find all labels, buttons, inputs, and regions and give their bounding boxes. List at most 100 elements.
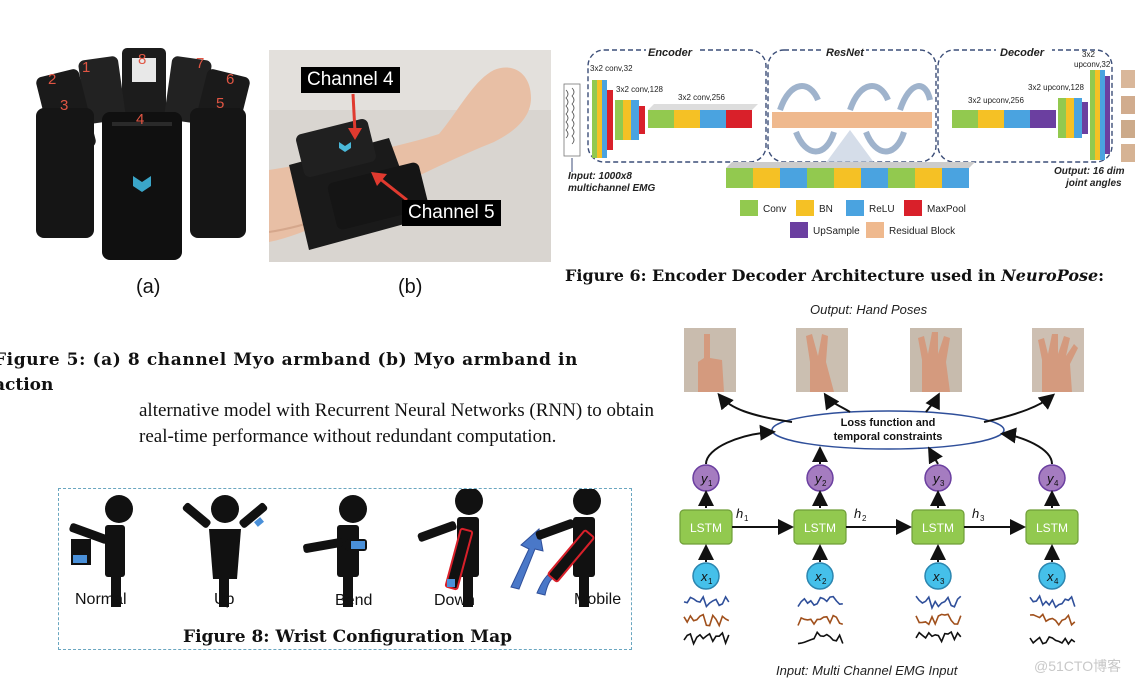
y-node: y 1: [692, 464, 720, 492]
lstm-cell: LSTM: [793, 509, 847, 545]
input-label-2: multichannel EMG: [568, 183, 655, 194]
svg-text:x: x: [1046, 569, 1054, 584]
emg-trace: [683, 631, 730, 646]
output-title: Output: Hand Poses: [810, 302, 928, 317]
lstm-diagram: Output: Hand Poses Loss function and tem…: [660, 298, 1138, 682]
svg-text:LSTM: LSTM: [922, 521, 954, 535]
emg-trace: [915, 630, 962, 644]
figure-5-caption-line1: Figure 5: (a) 8 channel Myo armband (b) …: [0, 350, 578, 370]
svg-text:h: h: [854, 506, 861, 521]
figure-6-caption-suffix: :: [1098, 266, 1105, 285]
channel-4-label: Channel 4: [301, 67, 400, 93]
channel-number-8: 8: [138, 51, 146, 68]
input-label-1: Input: 1000x8: [568, 171, 632, 182]
svg-text:3: 3: [980, 514, 985, 523]
figure-5-caption-line2: action: [0, 375, 54, 395]
legend-item-residual-block: Residual Block: [866, 222, 956, 238]
pose-figure-bend: [303, 495, 367, 607]
legend-swatch-upsample: [790, 222, 808, 238]
svg-text:1: 1: [744, 514, 749, 523]
panel-b-label: (b): [398, 276, 423, 298]
pose-figure-mobile: [510, 489, 601, 607]
pose-label-bend: Bend: [335, 592, 373, 609]
svg-text:LSTM: LSTM: [804, 521, 836, 535]
h-label: h 1: [736, 506, 749, 523]
legend-item-upsample: UpSample: [790, 222, 860, 238]
myo-on-arm-photo: Channel 4 Channel 5: [268, 50, 551, 262]
legend-swatch-relu: [846, 200, 864, 216]
legend-swatch-residual-block: [866, 222, 884, 238]
legend-label-residual-block: Residual Block: [889, 226, 956, 237]
pose-figure-normal: [69, 495, 133, 607]
svg-text:3: 3: [940, 577, 945, 586]
svg-text:4: 4: [1054, 479, 1059, 488]
emg-trace: [1029, 613, 1076, 627]
h-label: h 2: [854, 506, 867, 523]
channel-number-6: 6: [226, 71, 234, 88]
svg-text:y: y: [700, 471, 709, 486]
hand-pose-photo: [684, 328, 736, 392]
channel-number-7: 7: [196, 55, 204, 72]
emg-trace: [797, 614, 844, 626]
legend-item-bn: BN: [796, 200, 833, 216]
svg-text:LSTM: LSTM: [1036, 521, 1068, 535]
pose-label-down: Down: [434, 592, 475, 609]
watermark: @51CTO博客: [1034, 658, 1122, 674]
x-node: x 4: [1038, 562, 1066, 590]
pose-figure-down: [417, 489, 483, 607]
svg-text:x: x: [932, 569, 940, 584]
resnet-title: ResNet: [826, 47, 865, 59]
svg-text:x: x: [700, 569, 708, 584]
svg-text:y: y: [932, 471, 941, 486]
emg-trace: [915, 613, 962, 627]
legend-label-upsample: UpSample: [813, 226, 860, 237]
svg-text:1: 1: [708, 577, 713, 586]
loss-label-line2: temporal constraints: [834, 431, 943, 443]
layer-label-upconv256: 3x2 upconv,256: [968, 96, 1024, 105]
legend-swatch-bn: [796, 200, 814, 216]
emg-trace: [797, 595, 843, 608]
myo-armband-image: 1 2 3 4 5 6 7 8: [30, 40, 252, 262]
pose-figure-up: [182, 495, 268, 607]
svg-text:LSTM: LSTM: [690, 521, 722, 535]
hand-pose-photo: [796, 328, 848, 392]
lstm-cell: LSTM: [1025, 509, 1079, 545]
svg-text:h: h: [736, 506, 743, 521]
input-title: Input: Multi Channel EMG Input: [776, 663, 959, 678]
svg-text:h: h: [972, 506, 979, 521]
figure-6-caption-prefix: Figure 6: Encoder Decoder Architecture u…: [565, 266, 1002, 285]
legend-swatch-conv: [740, 200, 758, 216]
emg-trace: [1029, 594, 1076, 609]
y-node: y 2: [806, 464, 834, 492]
loss-label-line1: Loss function and: [841, 417, 936, 429]
layer-label-upconv32-a: 3x2: [1082, 50, 1095, 59]
legend-item-conv: Conv: [740, 200, 786, 216]
layer-label-upconv128: 3x2 upconv,128: [1028, 83, 1084, 92]
x-node: x 3: [924, 562, 952, 590]
y-node: y 3: [924, 464, 952, 492]
channel-number-2: 2: [48, 71, 56, 88]
channel-number-1: 1: [82, 59, 90, 76]
channel-5-label: Channel 5: [402, 200, 501, 226]
legend-label-maxpool: MaxPool: [927, 204, 966, 215]
svg-text:2: 2: [862, 514, 867, 523]
legend-label-conv: Conv: [763, 204, 786, 215]
lstm-cell: LSTM: [679, 509, 733, 545]
svg-text:1: 1: [708, 479, 713, 488]
layer-label-upconv32-b: upconv,32: [1074, 60, 1111, 69]
pose-label-normal: Normal: [75, 591, 127, 608]
decoder-title: Decoder: [1000, 47, 1045, 59]
channel-number-5: 5: [216, 95, 224, 112]
output-label-2: joint angles: [1064, 178, 1122, 189]
svg-text:2: 2: [822, 479, 827, 488]
output-label-1: Output: 16 dim: [1054, 166, 1125, 177]
encoder-decoder-diagram: Encoder ResNet Decoder Input: 1000x8 mul…: [560, 40, 1138, 260]
body-text-line1: alternative model with Recurrent Neural …: [139, 400, 654, 421]
layer-label-conv128: 3x2 conv,128: [616, 85, 664, 94]
legend-item-maxpool: MaxPool: [904, 200, 966, 216]
hand-pose-photo: [1032, 328, 1084, 392]
emg-trace: [683, 613, 730, 628]
emg-signals: [683, 594, 1076, 646]
encoder-title: Encoder: [648, 47, 693, 59]
emg-trace: [915, 595, 962, 611]
